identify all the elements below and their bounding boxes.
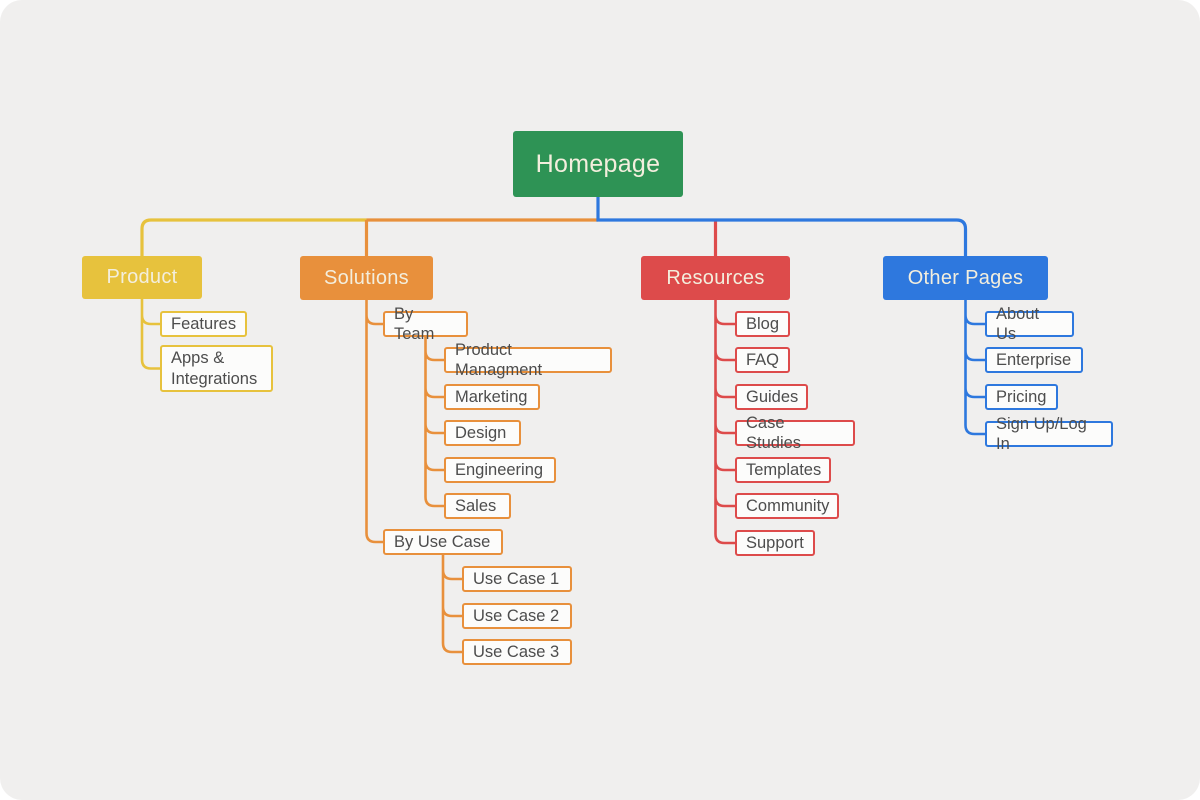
node-enterprise[interactable]: Enterprise — [985, 347, 1083, 373]
connector-trunk-solutions — [364, 218, 598, 256]
node-by-use-case[interactable]: By Use Case — [383, 529, 503, 555]
node-product[interactable]: Product — [82, 256, 202, 299]
node-product-managment[interactable]: Product Managment — [444, 341, 612, 379]
node-engineering[interactable]: Engineering — [444, 457, 556, 483]
node-use-case-1[interactable]: Use Case 1 — [462, 566, 572, 592]
node-by-team[interactable]: By Team — [383, 305, 468, 343]
node-design[interactable]: Design — [444, 420, 521, 446]
connector-spine-by-use-case — [441, 555, 462, 654]
node-resources[interactable]: Resources — [641, 256, 790, 300]
node-support[interactable]: Support — [735, 530, 815, 556]
node-blog[interactable]: Blog — [735, 311, 790, 337]
node-pricing[interactable]: Pricing — [985, 384, 1058, 410]
connector-trunk-other — [596, 197, 968, 256]
node-other-pages[interactable]: Other Pages — [883, 256, 1048, 300]
connector-spine-resources — [714, 300, 735, 545]
node-sales[interactable]: Sales — [444, 493, 511, 519]
node-use-case-3[interactable]: Use Case 3 — [462, 639, 572, 665]
node-apps-integrations[interactable]: Apps & Integrations — [160, 345, 273, 392]
connector-trunk-product — [140, 218, 367, 256]
node-faq[interactable]: FAQ — [735, 347, 790, 373]
node-marketing[interactable]: Marketing — [444, 384, 540, 410]
connector-spine-other — [964, 300, 985, 436]
connector-spine-by-team — [424, 337, 444, 508]
node-use-case-2[interactable]: Use Case 2 — [462, 603, 572, 629]
node-solutions[interactable]: Solutions — [300, 256, 433, 300]
connector-spine-solutions — [365, 300, 383, 544]
connector-spine-product — [140, 299, 160, 370]
node-homepage[interactable]: Homepage — [513, 131, 683, 197]
node-guides[interactable]: Guides — [735, 384, 808, 410]
node-case-studies[interactable]: Case Studies — [735, 414, 855, 452]
node-sign-up-log-in[interactable]: Sign Up/Log In — [985, 415, 1113, 453]
node-templates[interactable]: Templates — [735, 457, 831, 483]
node-features[interactable]: Features — [160, 311, 247, 337]
node-about-us[interactable]: About Us — [985, 305, 1074, 343]
node-community[interactable]: Community — [735, 493, 839, 519]
